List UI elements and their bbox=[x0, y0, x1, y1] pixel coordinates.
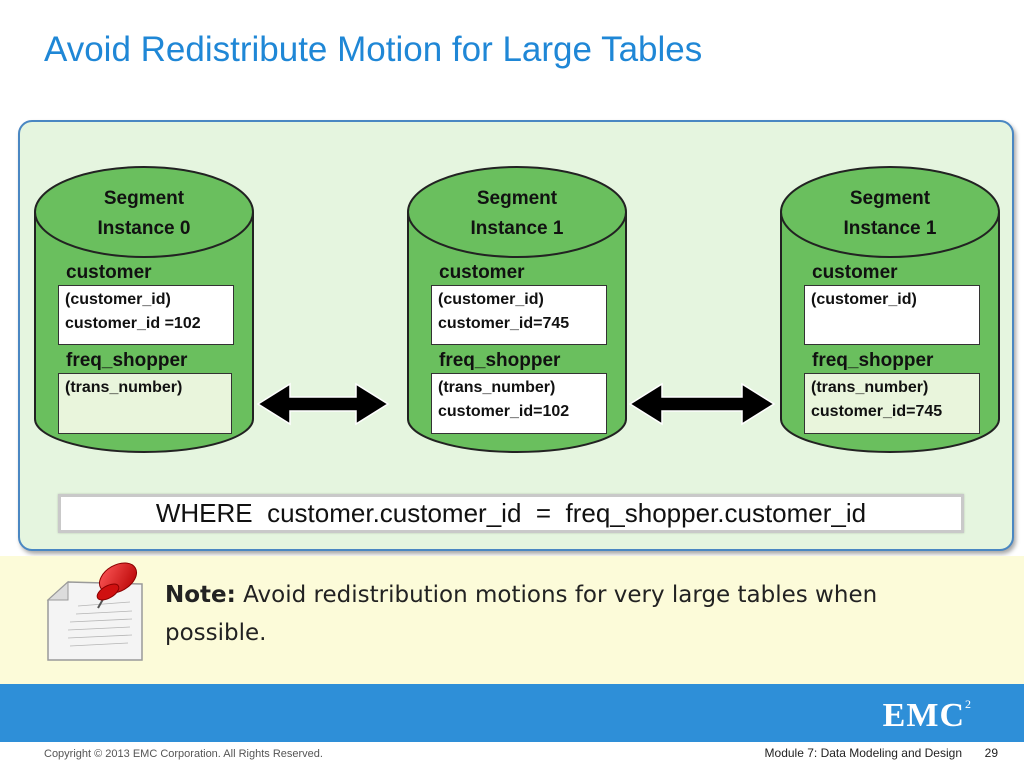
note-label: Note: bbox=[165, 582, 236, 608]
freq-shopper-table-box: (trans_number) bbox=[58, 373, 232, 434]
freq-shopper-table-box: (trans_number) customer_id=102 bbox=[431, 373, 607, 434]
emc-logo-sup: 2 bbox=[965, 696, 972, 711]
module-label: Module 7: Data Modeling and Design bbox=[764, 746, 962, 760]
segment-title-line2: Instance 1 bbox=[843, 218, 937, 239]
customer-table-box: (customer_id) customer_id=745 bbox=[431, 285, 607, 345]
segment-title-line1: Segment bbox=[476, 188, 558, 209]
slide-title: Avoid Redistribute Motion for Large Tabl… bbox=[44, 30, 703, 69]
customer-table-label: customer bbox=[812, 262, 898, 283]
segment-title-0: Segment Instance 0 bbox=[44, 184, 244, 244]
freq-line2: customer_id=102 bbox=[438, 403, 570, 420]
customer-line1: (customer_id) bbox=[438, 291, 544, 308]
emc-logo: EMC2 bbox=[883, 697, 972, 735]
freq-shopper-table-label: freq_shopper bbox=[812, 350, 934, 371]
note-band bbox=[0, 556, 1024, 684]
copyright-text: Copyright © 2013 EMC Corporation. All Ri… bbox=[44, 748, 323, 760]
customer-line1: (customer_id) bbox=[65, 291, 171, 308]
segment-title-2: Segment Instance 1 bbox=[790, 184, 990, 244]
note-body: Avoid redistribution motions for very la… bbox=[165, 582, 878, 646]
customer-line2: customer_id=745 bbox=[438, 315, 570, 332]
emc-logo-text: EMC bbox=[882, 697, 965, 734]
customer-line1: (customer_id) bbox=[811, 291, 917, 308]
customer-table-label: customer bbox=[439, 262, 525, 283]
freq-line1: (trans_number) bbox=[438, 379, 556, 396]
segment-title-line2: Instance 0 bbox=[97, 218, 191, 239]
customer-table-label: customer bbox=[66, 262, 152, 283]
page-number: 29 bbox=[984, 746, 998, 760]
note-text: Note: Avoid redistribution motions for v… bbox=[165, 576, 885, 652]
segment-title-1: Segment Instance 1 bbox=[417, 184, 617, 244]
redistribute-arrow-left bbox=[256, 382, 390, 426]
freq-shopper-table-box: (trans_number) customer_id=745 bbox=[804, 373, 980, 434]
segment-title-line1: Segment bbox=[103, 188, 185, 209]
freq-shopper-table-label: freq_shopper bbox=[66, 350, 188, 371]
customer-table-box: (customer_id) bbox=[804, 285, 980, 345]
note-pin-icon bbox=[46, 562, 143, 661]
where-clause-box: WHERE customer.customer_id = freq_shoppe… bbox=[58, 494, 964, 533]
freq-shopper-table-label: freq_shopper bbox=[439, 350, 561, 371]
segment-title-line1: Segment bbox=[849, 188, 931, 209]
redistribute-arrow-right bbox=[628, 382, 776, 426]
freq-line1: (trans_number) bbox=[811, 379, 929, 396]
freq-line2: customer_id=745 bbox=[811, 403, 943, 420]
freq-line1: (trans_number) bbox=[65, 379, 183, 396]
footer-band bbox=[0, 684, 1024, 742]
customer-line2: customer_id =102 bbox=[65, 315, 201, 332]
segment-title-line2: Instance 1 bbox=[470, 218, 564, 239]
customer-table-box: (customer_id) customer_id =102 bbox=[58, 285, 234, 345]
